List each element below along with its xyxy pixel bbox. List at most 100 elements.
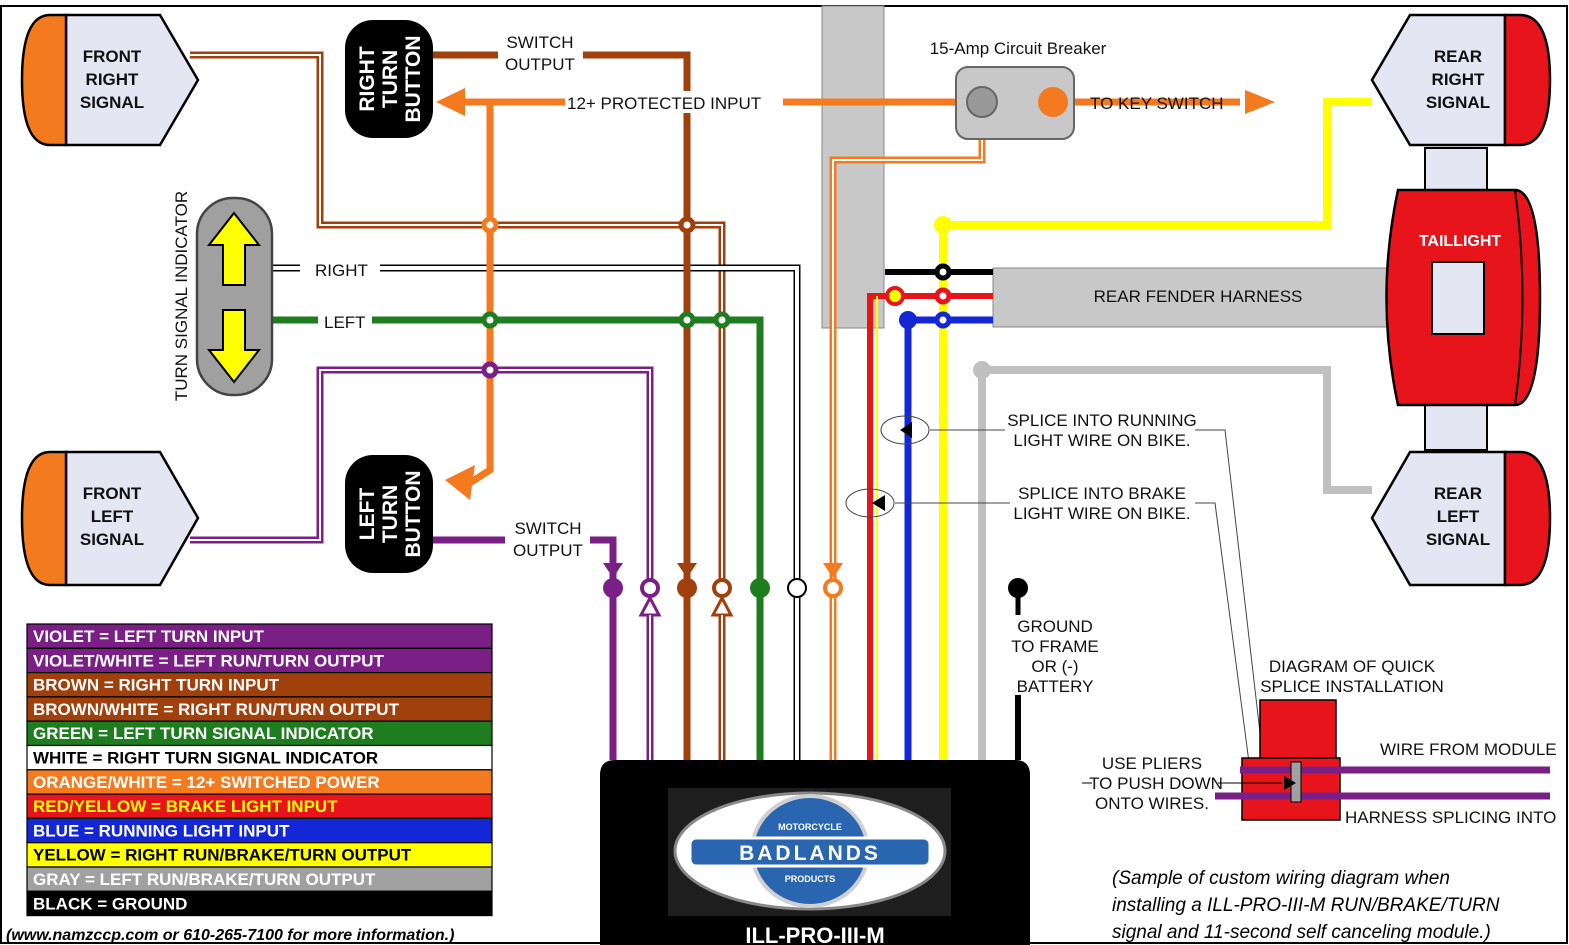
- switch-output-top-line2: OUTPUT: [505, 55, 575, 74]
- legend-label: BLACK = GROUND: [33, 894, 187, 913]
- qs-from-module: WIRE FROM MODULE: [1380, 740, 1557, 759]
- legend-label: RED/YELLOW = BRAKE LIGHT INPUT: [33, 797, 338, 816]
- rtb-line1: RIGHT: [356, 46, 379, 112]
- legend-label: BROWN = RIGHT TURN INPUT: [33, 676, 280, 695]
- legend-row: [26, 817, 493, 844]
- key-switch-arrow: [1245, 90, 1275, 114]
- rear-fender-label: REAR FENDER HARNESS: [1094, 287, 1303, 306]
- legend-label: GRAY = LEFT RUN/BRAKE/TURN OUTPUT: [33, 870, 376, 889]
- legend-row: [26, 720, 493, 747]
- legend-row: [26, 696, 493, 722]
- legend-row: [26, 744, 493, 771]
- splice-brake-callout: SPLICE INTO BRAKE LIGHT WIRE ON BIKE.: [845, 484, 1251, 771]
- switch-output-top-line1: SWITCH: [506, 33, 573, 52]
- protected-label-bg: [565, 91, 783, 113]
- sample-note: (Sample of custom wiring diagram when in…: [1112, 868, 1500, 943]
- rr-line2: RIGHT: [1432, 70, 1486, 89]
- legend-row: [26, 623, 493, 649]
- rtb-line3: BUTTON: [402, 35, 425, 122]
- circuit-breaker: [955, 66, 1075, 140]
- legend-row: [26, 793, 493, 819]
- note-line1: (Sample of custom wiring diagram when: [1112, 868, 1450, 889]
- indicator-left-label: LEFT: [324, 313, 366, 332]
- switch-output-bottom-line2: OUTPUT: [513, 541, 583, 560]
- front-right-signal: FRONT RIGHT SIGNAL: [20, 13, 200, 147]
- qs-title-2: SPLICE INSTALLATION: [1260, 677, 1444, 696]
- red-wire: [867, 293, 993, 760]
- logo-main: BADLANDS: [739, 842, 881, 865]
- rl-line3: SIGNAL: [1426, 530, 1490, 549]
- ground-line1: GROUND: [1017, 617, 1093, 636]
- gray-wire: [978, 366, 1372, 760]
- rtb-line2: TURN: [379, 50, 402, 108]
- splice-brake-line1: SPLICE INTO BRAKE: [1018, 484, 1186, 503]
- legend-label: WHITE = RIGHT TURN SIGNAL INDICATOR: [33, 749, 378, 768]
- up-arrow-icon: [206, 211, 262, 286]
- legend-label: VIOLET/WHITE = LEFT RUN/TURN OUTPUT: [33, 651, 384, 670]
- rr-line1: REAR: [1434, 47, 1482, 66]
- note-line3: signal and 11-second self canceling modu…: [1112, 922, 1491, 943]
- legend-row: [26, 890, 493, 917]
- rl-line1: REAR: [1434, 484, 1482, 503]
- to-key-switch-label: TO KEY SWITCH: [1090, 94, 1224, 113]
- logo-top: MOTORCYCLE: [778, 822, 842, 832]
- fl-line2: LEFT: [91, 507, 134, 526]
- green-wire: [272, 316, 764, 760]
- rear-left-signal: REAR LEFT SIGNAL: [1370, 450, 1552, 587]
- splice-brake-line2: LIGHT WIRE ON BIKE.: [1013, 504, 1190, 523]
- breaker-label: 15-Amp Circuit Breaker: [930, 39, 1107, 58]
- switch-output-bottom-line1: SWITCH: [514, 519, 581, 538]
- ground-line2: TO FRAME: [1011, 637, 1099, 656]
- breaker-terminal-in: [966, 86, 998, 118]
- legend-label: GREEN = LEFT TURN SIGNAL INDICATOR: [33, 724, 374, 743]
- ground-line4: BATTERY: [1017, 677, 1094, 696]
- fr-line2: RIGHT: [86, 70, 140, 89]
- module-name: ILL-PRO-III-M: [745, 923, 884, 945]
- right-label-bg: [300, 260, 380, 278]
- legend-label: BLUE = RUNNING LIGHT INPUT: [33, 821, 290, 840]
- yellow-wire: [939, 98, 1372, 760]
- ltb-line3: BUTTON: [402, 470, 425, 557]
- rr-line3: SIGNAL: [1426, 93, 1490, 112]
- brown-white-wire: [190, 51, 726, 590]
- note-line2: installing a ILL-PRO-III-M RUN/BRAKE/TUR…: [1112, 895, 1500, 916]
- legend-row: [26, 671, 493, 698]
- module-lead-wires: [609, 598, 726, 760]
- color-legend: VIOLET = LEFT TURN INPUT VIOLET/WHITE = L…: [26, 623, 493, 917]
- logo-bottom: PRODUCTS: [785, 874, 836, 884]
- rear-fender-harness: [992, 267, 1399, 328]
- turn-signal-indicator: TURN SIGNAL INDICATOR: [172, 191, 318, 401]
- protected-input-arrow: [436, 88, 465, 116]
- down-arrow-icon: [206, 309, 262, 384]
- gray-splice-dot: [973, 361, 991, 379]
- ltb-line1: LEFT: [356, 488, 379, 541]
- taillight: TAILLIGHT: [1385, 147, 1542, 451]
- ltb-line2: TURN: [379, 485, 402, 543]
- legend-label: BROWN/WHITE = RIGHT RUN/TURN OUTPUT: [33, 700, 400, 719]
- module-connectors: [603, 563, 843, 617]
- legend-label: VIOLET = LEFT TURN INPUT: [33, 627, 265, 646]
- splice-running-line1: SPLICE INTO RUNNING: [1007, 411, 1197, 430]
- rear-right-signal: REAR RIGHT SIGNAL: [1370, 13, 1552, 147]
- ground-line3: OR (-): [1031, 657, 1078, 676]
- violet-white-wire: [190, 366, 654, 590]
- qs-title-1: DIAGRAM OF QUICK: [1269, 657, 1436, 676]
- footer-url: (www.namzccp.com or 610-265-7100 for mor…: [6, 927, 454, 944]
- blue-splice-dot: [899, 311, 917, 329]
- wire-crossings: [481, 216, 952, 379]
- rl-line2: LEFT: [1437, 507, 1480, 526]
- front-left-signal: FRONT LEFT SIGNAL: [20, 450, 200, 587]
- fl-line3: SIGNAL: [80, 530, 144, 549]
- qs-pliers-3: ONTO WIRES.: [1095, 794, 1209, 813]
- splice-running-callout: SPLICE INTO RUNNING LIGHT WIRE ON BIKE.: [880, 411, 1263, 751]
- ground-terminal: [1008, 578, 1028, 598]
- legend-row: [26, 769, 493, 795]
- red-splice-dot: [885, 286, 905, 306]
- left-turn-button: LEFT TURN BUTTON: [345, 455, 433, 573]
- qs-pliers-1: USE PLIERS: [1102, 754, 1202, 773]
- yellow-splice-dot: [934, 216, 952, 234]
- fr-line3: SIGNAL: [80, 93, 144, 112]
- qs-harness: HARNESS SPLICING INTO: [1345, 808, 1556, 827]
- indicator-title: TURN SIGNAL INDICATOR: [172, 191, 191, 401]
